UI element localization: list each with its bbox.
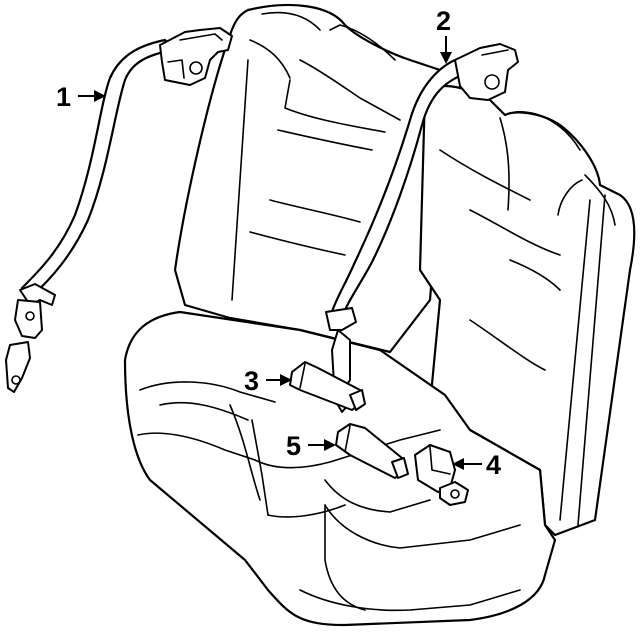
seat-back (173, 3, 636, 537)
right-seat-belt-assembly (325, 43, 519, 413)
callout-label-1: 1 (56, 82, 71, 112)
buckle-part-5 (335, 423, 409, 479)
callout-label-4: 4 (486, 450, 501, 480)
callout-2: 2 (436, 6, 452, 64)
callout-5: 5 (286, 431, 336, 461)
callout-label-5: 5 (286, 431, 301, 461)
left-seat-belt-assembly (5, 27, 233, 393)
callout-1: 1 (56, 82, 106, 112)
anchor-part-4 (414, 444, 469, 506)
callout-label-2: 2 (436, 6, 451, 36)
seat-cushion (123, 310, 557, 627)
buckle-part-3 (289, 361, 366, 411)
callout-label-3: 3 (244, 366, 259, 396)
callout-3: 3 (244, 366, 292, 396)
callout-4: 4 (452, 450, 501, 480)
